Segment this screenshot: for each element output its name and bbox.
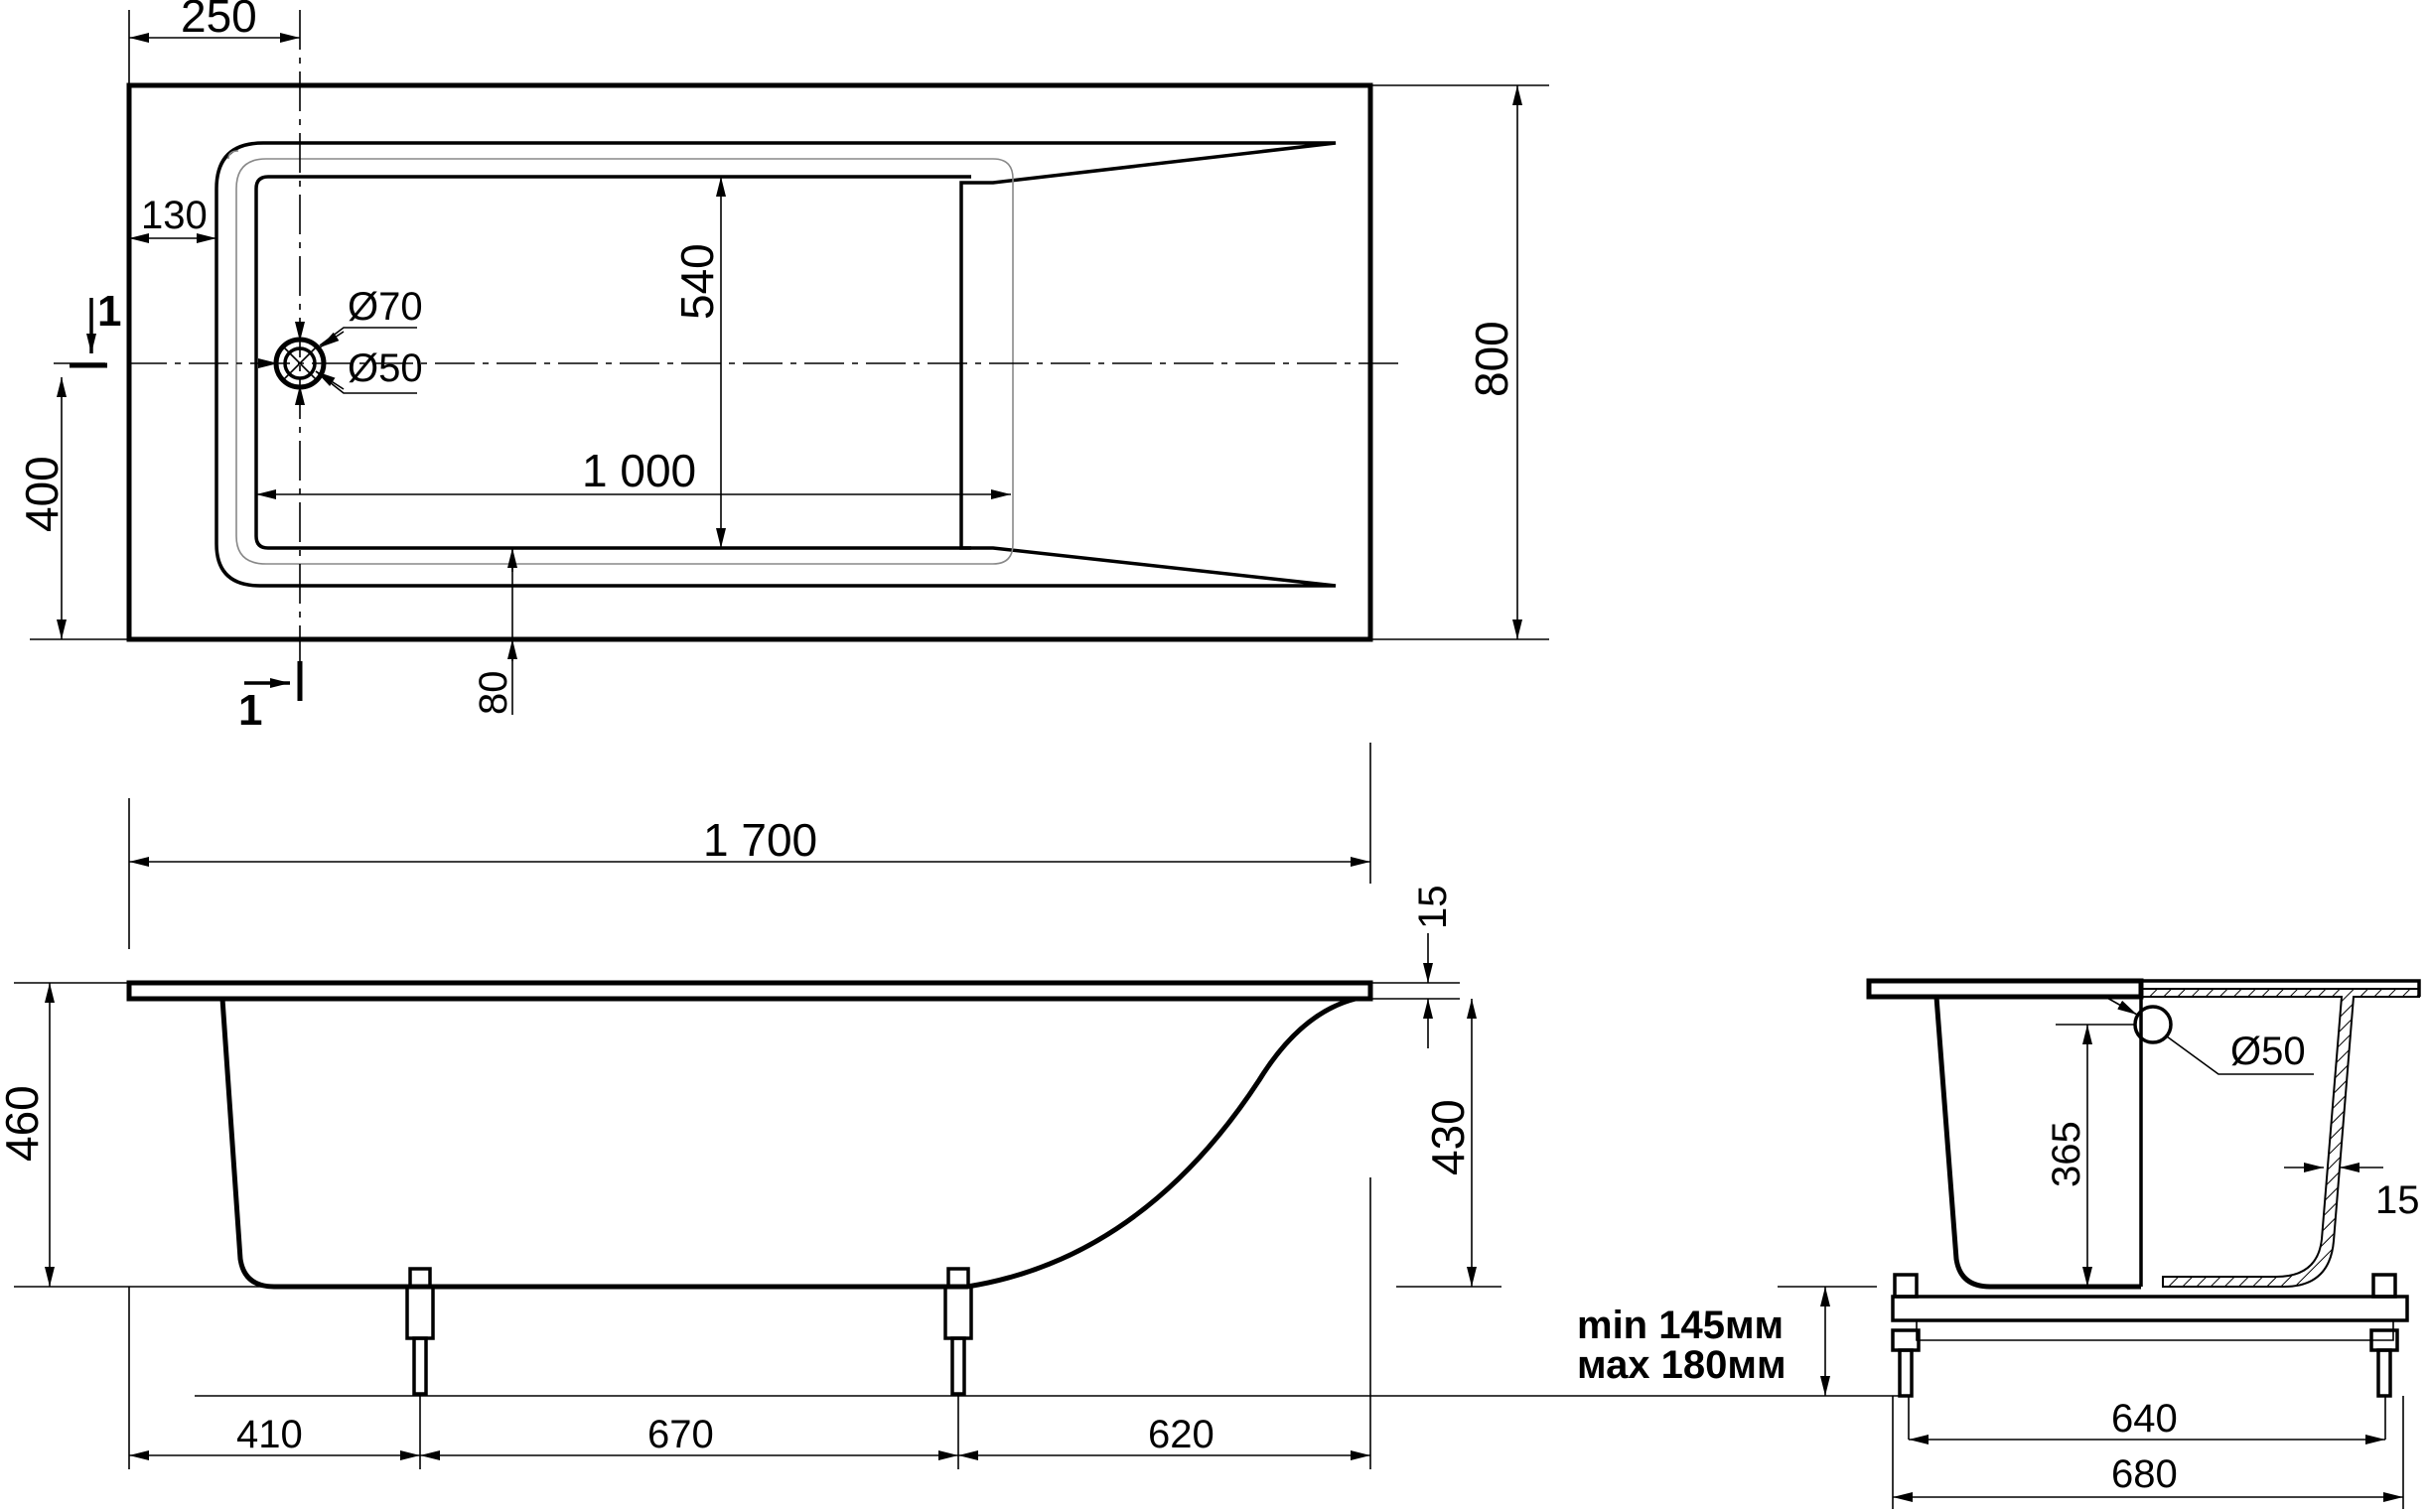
dim-620: 620 — [1148, 1413, 1215, 1456]
leader-70-arrow — [319, 331, 345, 348]
leg-right — [943, 1267, 973, 1396]
top-view-ghost-outline — [235, 158, 1014, 565]
top-view-basin-outer — [214, 141, 1337, 588]
dim-430: 430 — [1422, 1099, 1474, 1175]
drain-inner-circle — [283, 346, 317, 380]
side-view-body — [219, 996, 1357, 1290]
dim-diameter-70: Ø70 — [348, 285, 423, 329]
end-view-frame — [1891, 1295, 2409, 1322]
dim-400: 400 — [16, 456, 68, 532]
leg-left — [405, 1267, 435, 1396]
leg-height-min: min 145мм — [1577, 1304, 1784, 1347]
dim-diameter-50-top: Ø50 — [348, 346, 423, 390]
end-view: Ø50 365 15 640 680 — [1866, 978, 2421, 1509]
end-view-frame-bottom — [1916, 1320, 2394, 1341]
end-leg-right — [2369, 1273, 2399, 1398]
leg-height-max: мах 180мм — [1577, 1343, 1787, 1387]
section-mark-top: 1 — [70, 287, 121, 368]
leader-50-arrow — [315, 370, 345, 390]
section-mark-bottom: 1 — [238, 661, 303, 735]
end-view-rim-left — [1866, 978, 2144, 1000]
dim-250: 250 — [181, 0, 257, 42]
side-view: 1 700 15 460 430 410 670 620 min 145мм м… — [0, 743, 1907, 1469]
section-label-top: 1 — [97, 287, 121, 336]
end-leg-left — [1891, 1273, 1921, 1398]
top-view-basin-bottom — [254, 175, 971, 550]
dim-1000: 1 000 — [582, 445, 696, 496]
dim-680: 680 — [2111, 1452, 2178, 1496]
dim-540: 540 — [671, 243, 723, 320]
dim-410: 410 — [236, 1413, 303, 1456]
dim-diameter-50-end: Ø50 — [2230, 1030, 2306, 1073]
dim-365: 365 — [2045, 1121, 2088, 1187]
dim-800: 800 — [1466, 321, 1517, 397]
overflow-leader — [2166, 1035, 2314, 1075]
end-view-rim-right — [2141, 979, 2421, 997]
dim-15-wall: 15 — [2375, 1178, 2420, 1222]
side-view-rim — [126, 980, 1373, 1002]
dim-130: 130 — [141, 194, 208, 237]
dim-640: 640 — [2111, 1397, 2178, 1441]
top-view: Ø70 Ø50 250 130 540 1 000 400 80 800 — [16, 0, 1549, 735]
dim-670: 670 — [647, 1413, 714, 1456]
dim-80: 80 — [472, 671, 515, 716]
dim-1700: 1 700 — [703, 814, 817, 866]
end-view-body-left — [1933, 996, 2141, 1290]
dim-460: 460 — [0, 1085, 48, 1162]
dim-15-rim: 15 — [1411, 886, 1455, 930]
top-view-ghost-corner — [227, 150, 239, 160]
drain-hub-line-2 — [283, 346, 317, 380]
overflow-leader-arrow — [2104, 996, 2138, 1016]
section-label-bottom: 1 — [238, 686, 262, 735]
end-view-section-wall — [2140, 988, 2420, 1288]
leader-70 — [319, 327, 417, 346]
top-view-outer-rim — [126, 82, 1373, 642]
